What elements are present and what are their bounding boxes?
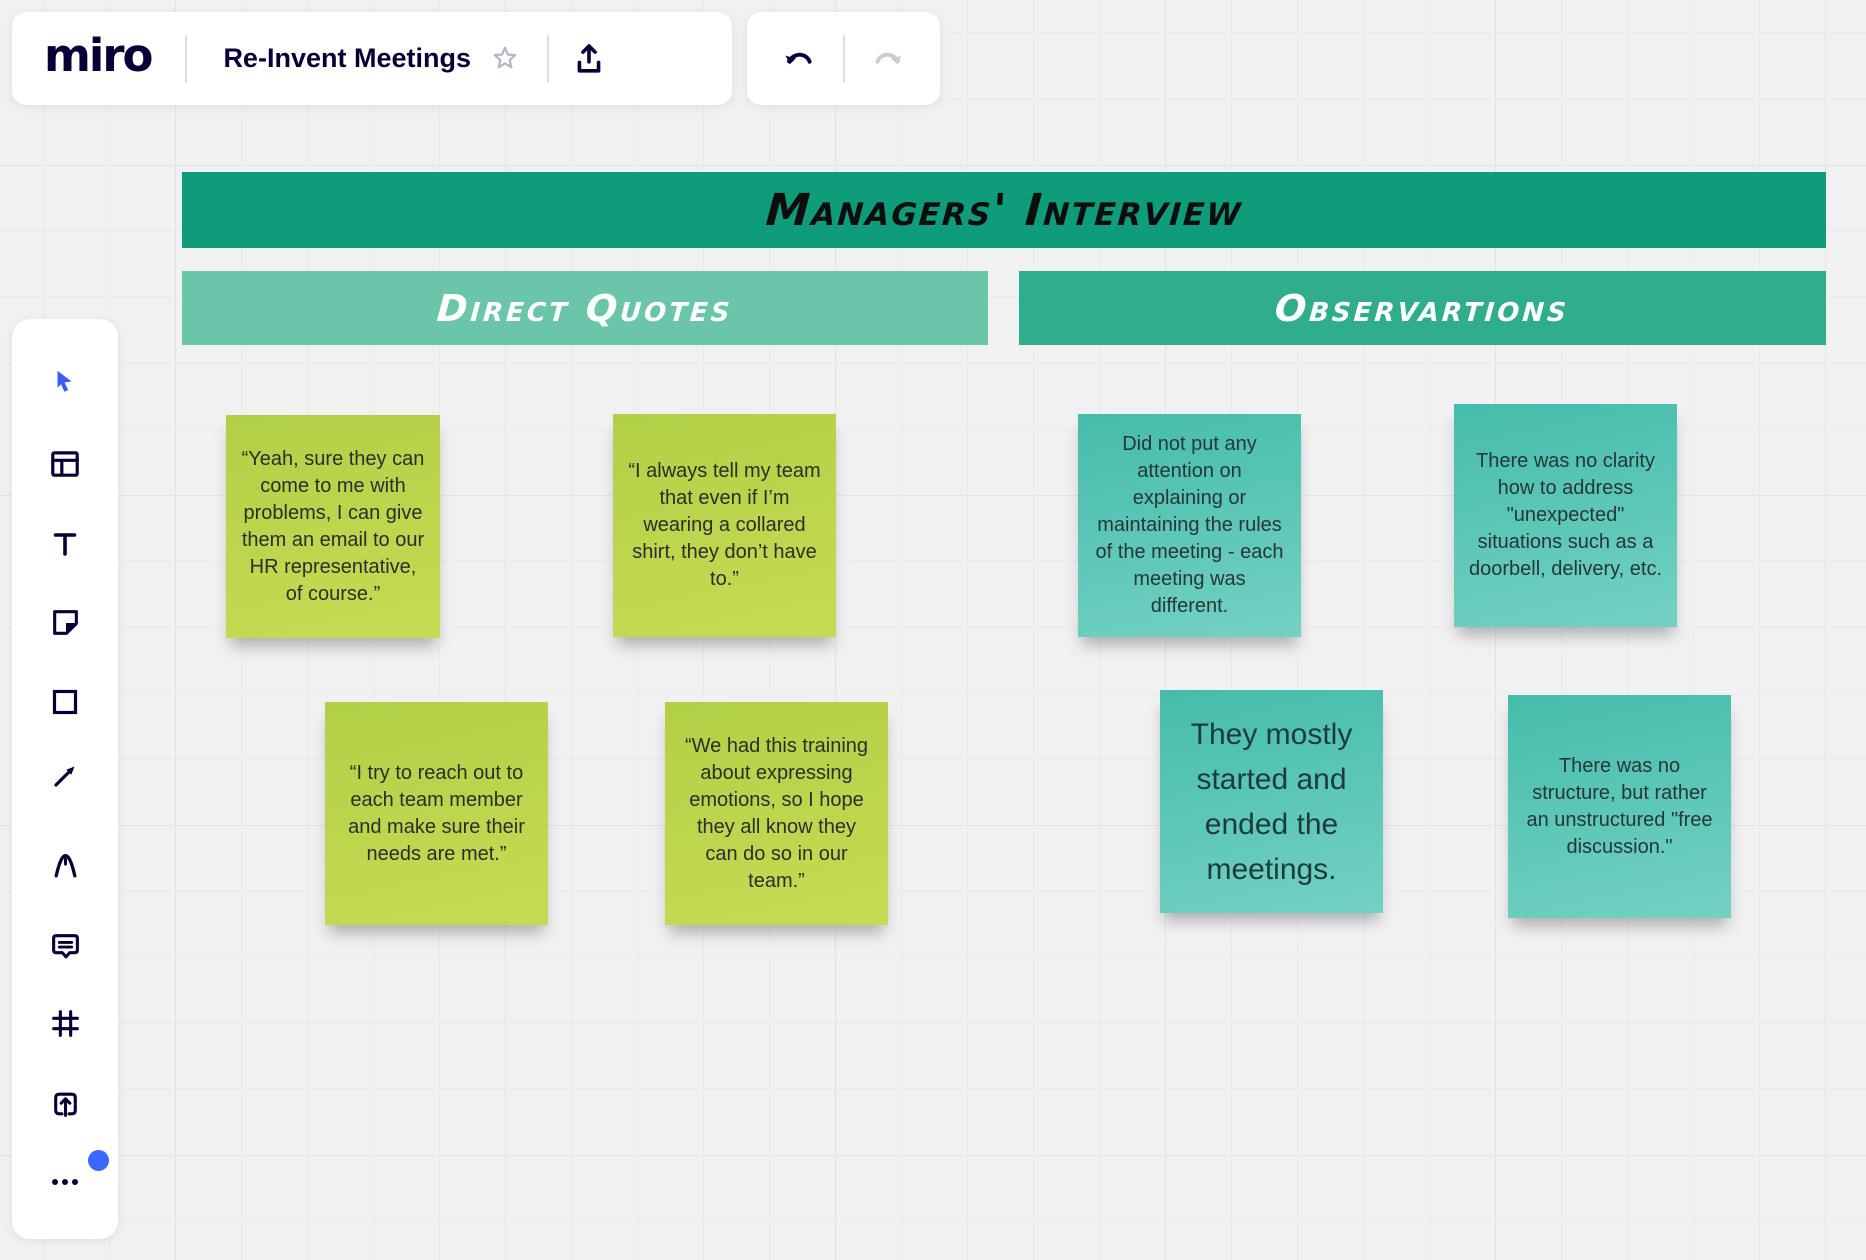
sticky-note-text: They mostly started and ended the meetin… <box>1190 717 1353 886</box>
notification-dot <box>88 1150 109 1171</box>
arrow-icon <box>49 760 81 792</box>
sidebar-tool-arrow[interactable] <box>29 748 101 804</box>
sticky-note[interactable]: They mostly started and ended the meetin… <box>1160 690 1383 913</box>
sidebar-tool-sticky-note[interactable] <box>29 594 101 650</box>
redo-icon <box>871 41 907 77</box>
sticky-note-text: “I try to reach out to each team member … <box>348 761 525 865</box>
favorite-star-button[interactable] <box>479 31 531 87</box>
sidebar-tool-shape[interactable] <box>29 674 101 730</box>
sticky-note-text: “I always tell my team that even if I’m … <box>628 460 821 590</box>
more-dots-icon <box>46 1166 84 1198</box>
board-banner-direct-quotes[interactable]: Direct Quotes <box>182 271 988 345</box>
sidebar-tool-more[interactable] <box>29 1154 101 1210</box>
divider <box>546 34 549 83</box>
banner-label: Direct Quotes <box>435 286 735 330</box>
sticky-note-text: There was no structure, but rather an un… <box>1526 754 1713 858</box>
sidebar-tool-comment[interactable] <box>29 917 101 973</box>
sidebar-tool-frame[interactable] <box>29 995 101 1051</box>
upload-icon <box>49 1087 82 1120</box>
sidebar-tool-select[interactable] <box>29 355 101 411</box>
sidebar-tool-pen[interactable] <box>29 837 101 893</box>
sticky-note[interactable]: There was no clarity how to address "une… <box>1454 404 1677 627</box>
sticky-note-text: “Yeah, sure they can come to me with pro… <box>241 447 425 605</box>
cursor-icon <box>50 367 80 399</box>
sticky-note-icon <box>49 606 82 639</box>
sticky-note[interactable]: “I try to reach out to each team member … <box>325 702 548 925</box>
divider <box>842 34 845 83</box>
main-toolbar: miro Re-Invent Meetings <box>12 12 732 105</box>
undo-icon <box>780 41 816 77</box>
frame-icon <box>49 1007 82 1040</box>
history-toolbar <box>747 12 940 105</box>
sticky-note-text: There was no clarity how to address "une… <box>1468 450 1663 580</box>
templates-icon <box>48 447 82 481</box>
sticky-note[interactable]: Did not put any attention on explaining … <box>1078 414 1301 637</box>
banner-label: Managers' Interview <box>763 184 1245 236</box>
sticky-note[interactable]: “I always tell my team that even if I’m … <box>613 414 836 637</box>
sidebar-tool-templates[interactable] <box>29 436 101 492</box>
divider <box>185 34 188 83</box>
redo-button[interactable] <box>863 31 915 87</box>
banner-label: Observartions <box>1273 286 1572 330</box>
export-icon <box>571 41 607 77</box>
sticky-note[interactable]: “We had this training about expressing e… <box>665 702 888 925</box>
undo-button[interactable] <box>772 31 824 87</box>
sticky-note-text: Did not put any attention on explaining … <box>1095 433 1284 617</box>
comment-icon <box>49 929 82 962</box>
sticky-note[interactable]: There was no structure, but rather an un… <box>1508 695 1731 918</box>
miro-logo[interactable]: miro <box>44 29 153 82</box>
export-board-button[interactable] <box>563 31 615 87</box>
board-banner-managers-interview[interactable]: Managers' Interview <box>182 172 1826 248</box>
board-banner-observartions[interactable]: Observartions <box>1019 271 1826 345</box>
sidebar-tool-text[interactable] <box>29 516 101 572</box>
star-icon <box>490 44 520 74</box>
pen-icon <box>49 849 82 882</box>
sidebar-tool-upload[interactable] <box>29 1075 101 1131</box>
board-title[interactable]: Re-Invent Meetings <box>223 43 471 73</box>
tools-sidebar <box>12 319 118 1239</box>
shape-icon <box>49 686 81 718</box>
sticky-note-text: “We had this training about expressing e… <box>684 734 869 892</box>
text-icon <box>49 528 81 560</box>
sticky-note[interactable]: “Yeah, sure they can come to me with pro… <box>226 415 440 638</box>
